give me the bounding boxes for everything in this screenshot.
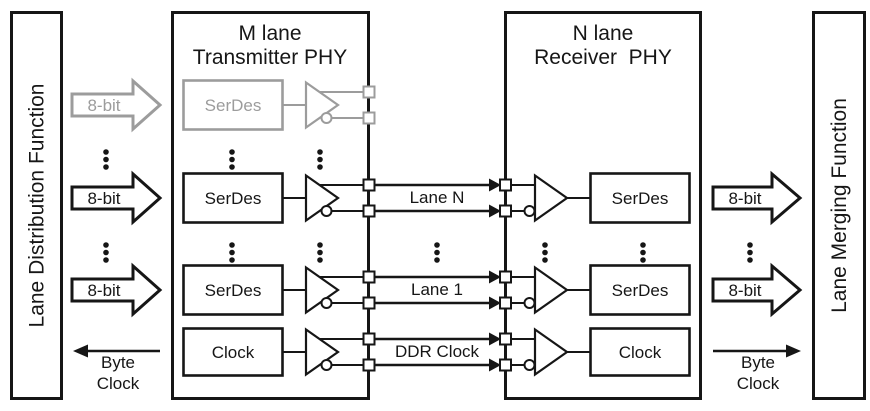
tx-serdes-box bbox=[182, 264, 284, 316]
ghost-inverter-bubble-icon bbox=[320, 112, 333, 124]
input-bus-arrow-icon bbox=[70, 170, 163, 226]
tx-inverter-bubble-icon bbox=[320, 359, 333, 371]
tx-pad bbox=[362, 332, 376, 346]
output-bus-arrow-icon bbox=[711, 170, 803, 226]
rx-receiver-icon bbox=[533, 173, 569, 223]
tx-serdes-box bbox=[182, 172, 284, 224]
tx-pad bbox=[362, 296, 376, 310]
receiver-phy-title-line1: N lane bbox=[573, 22, 634, 45]
rx-inverter-bubble-icon bbox=[523, 359, 536, 371]
rx-serdes-box bbox=[589, 264, 691, 316]
input-bus-arrow-icon bbox=[70, 262, 163, 318]
tx-pad bbox=[362, 178, 376, 192]
byte-clock-right-arrowhead-icon bbox=[786, 344, 801, 358]
rx-receiver-icon bbox=[533, 327, 569, 377]
byte-clock-right-label-line2: Clock bbox=[737, 374, 780, 393]
ghost-serdes-label: SerDes bbox=[205, 96, 262, 115]
tx-clock-box bbox=[182, 327, 284, 377]
tx-inverter-bubble-icon bbox=[320, 297, 333, 309]
transmitter-phy-title-line2: Transmitter PHY bbox=[193, 46, 347, 69]
ellipsis-dots-upper bbox=[103, 149, 323, 170]
rx-receiver-icon bbox=[533, 265, 569, 315]
lane-distribution-panel: Lane Distribution Function bbox=[10, 11, 63, 400]
ghost-serdes-box bbox=[182, 79, 284, 131]
lane-n-label: Lane N bbox=[410, 188, 465, 207]
output-bus-label: 8-bit bbox=[728, 281, 761, 300]
ddr-clock-label: DDR Clock bbox=[395, 342, 480, 361]
tx-inverter-bubble-icon bbox=[320, 205, 333, 217]
lane-merging-label: Lane Merging Function bbox=[828, 98, 851, 313]
ghost-pad bbox=[362, 111, 376, 125]
ghost-bus-label: 8-bit bbox=[87, 96, 120, 115]
ghost-bus-arrow-icon bbox=[70, 77, 163, 133]
rx-pad bbox=[499, 204, 512, 218]
output-bus-arrow-icon bbox=[711, 262, 803, 318]
lane-1-row: 8-bit SerDes Lane 1 SerDes 8-bit bbox=[70, 262, 803, 318]
lane-arrowhead-icon bbox=[489, 296, 501, 310]
lane-arrowhead-icon bbox=[489, 358, 501, 372]
lane-n-row: 8-bit SerDes Lane N SerDes 8-bit bbox=[70, 170, 803, 226]
clock-row: Byte Clock Clock DDR Clock Clock Byte Cl… bbox=[73, 327, 801, 393]
receiver-phy-title-line2: Receiver PHY bbox=[534, 46, 672, 69]
lane-arrowhead-icon bbox=[489, 204, 501, 218]
byte-clock-left-label-line2: Clock bbox=[97, 374, 140, 393]
tx-clock-label: Clock bbox=[212, 343, 255, 362]
ghost-lane-row: 8-bit SerDes bbox=[70, 77, 376, 133]
transmitter-phy-title-line1: M lane bbox=[238, 22, 301, 45]
ellipsis-dots-lower bbox=[103, 242, 753, 263]
rx-inverter-bubble-icon bbox=[523, 297, 536, 309]
rx-clock-box bbox=[589, 327, 691, 377]
lane-1-label: Lane 1 bbox=[411, 280, 463, 299]
rx-inverter-bubble-icon bbox=[523, 205, 536, 217]
byte-clock-left-arrowhead-icon bbox=[73, 344, 88, 358]
lane-distribution-box bbox=[10, 11, 63, 400]
rx-pad bbox=[499, 358, 512, 372]
rx-serdes-label: SerDes bbox=[612, 189, 669, 208]
byte-clock-left-label-line1: Byte bbox=[101, 353, 135, 372]
tx-serdes-label: SerDes bbox=[205, 281, 262, 300]
lane-merging-panel: Lane Merging Function bbox=[812, 11, 866, 400]
ghost-pad bbox=[362, 85, 376, 99]
lane-merging-box bbox=[812, 11, 866, 400]
input-bus-label: 8-bit bbox=[87, 281, 120, 300]
tx-pad bbox=[362, 204, 376, 218]
rx-serdes-label: SerDes bbox=[612, 281, 669, 300]
rx-serdes-box bbox=[589, 172, 691, 224]
output-bus-label: 8-bit bbox=[728, 189, 761, 208]
byte-clock-right-label-line1: Byte bbox=[741, 353, 775, 372]
lane-arrowhead-icon bbox=[489, 332, 501, 346]
rx-pad bbox=[499, 296, 512, 310]
rx-pad bbox=[499, 332, 512, 346]
input-bus-label: 8-bit bbox=[87, 189, 120, 208]
rx-pad bbox=[499, 270, 512, 284]
rx-clock-label: Clock bbox=[619, 343, 662, 362]
lane-arrowhead-icon bbox=[489, 178, 501, 192]
tx-pad bbox=[362, 358, 376, 372]
lane-distribution-label: Lane Distribution Function bbox=[26, 84, 49, 328]
rx-pad bbox=[499, 178, 512, 192]
tx-serdes-label: SerDes bbox=[205, 189, 262, 208]
tx-pad bbox=[362, 270, 376, 284]
lane-arrowhead-icon bbox=[489, 270, 501, 284]
